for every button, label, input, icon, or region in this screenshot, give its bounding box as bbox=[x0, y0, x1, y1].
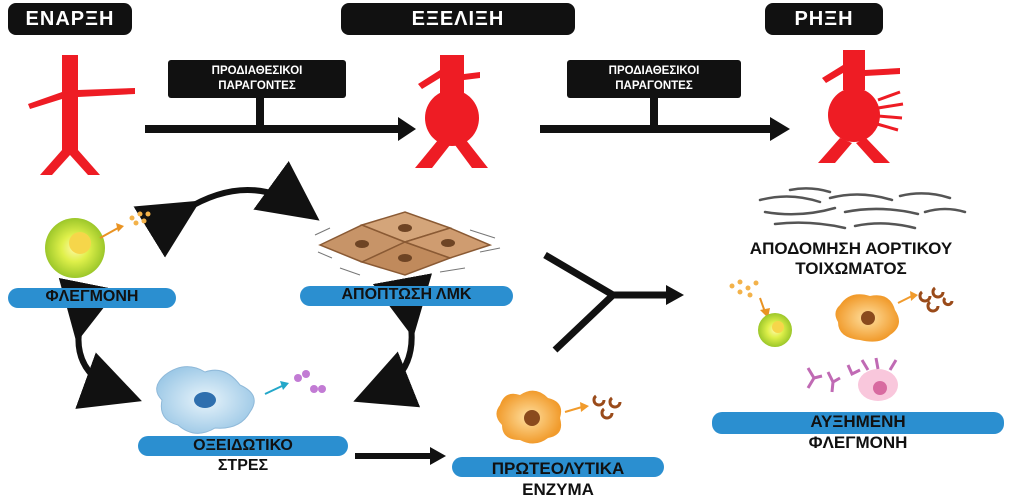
stage-onset: ΕΝΑΡΞΗ bbox=[8, 3, 132, 35]
arrow-stress-to-enzymes bbox=[355, 447, 446, 465]
label-wall-degradation: ΑΠΟΔΟΜΗΣΗ ΑΟΡΤΙΚΟΥ ΤΟΙΧΩΜΑΤΟΣ bbox=[686, 239, 1016, 279]
oxidative-cell-icon bbox=[156, 366, 326, 434]
cycle-arrow-top bbox=[133, 161, 320, 258]
aorta-aneurysm bbox=[415, 55, 488, 168]
right-green-cell-icon bbox=[758, 313, 792, 347]
right-orange-cell-icon bbox=[835, 286, 954, 342]
fibers-icon bbox=[758, 187, 967, 230]
oxidative-stress-line-1: ΟΞΕΙΔΩΤΙΚΟ bbox=[193, 437, 293, 454]
inflammation-cell-icon bbox=[45, 211, 151, 278]
progression-arrow-1 bbox=[145, 94, 416, 141]
cycle-arrow-left bbox=[58, 277, 142, 409]
label-inflammation: ΦΛΕΓΜΟΝΗ bbox=[45, 288, 139, 305]
factor-2-line-2: ΠΑΡΑΓΟΝΤΕΣ bbox=[615, 80, 693, 92]
factor-1-line-2: ΠΑΡΑΓΟΝΤΕΣ bbox=[218, 80, 296, 92]
smc-cells-icon bbox=[314, 211, 501, 276]
stage-rupture: ΡΗΞΗ bbox=[765, 3, 883, 35]
pill-smc-apoptosis bbox=[300, 286, 513, 306]
aorta-normal bbox=[28, 55, 135, 175]
stage-progression: ΕΞΕΛΙΞΗ bbox=[341, 3, 575, 35]
label-oxidative-stress: ΟΞΕΙΔΩΤΙΚΟ ΣΤΡΕΣ bbox=[138, 436, 348, 476]
pill-proteolytic bbox=[452, 457, 664, 477]
right-dots-icon bbox=[729, 279, 770, 318]
antibody-cells-icon bbox=[806, 357, 898, 401]
wall-degradation-line-1: ΑΠΟΔΟΜΗΣΗ ΑΟΡΤΙΚΟΥ bbox=[749, 239, 953, 258]
predisposing-factors-box-2: ΠΡΟΔΙΑΘΕΣΙΚΟΙ ΠΑΡΑΓΟΝΤΕΣ bbox=[567, 60, 741, 98]
factor-1-line-1: ΠΡΟΔΙΑΘΕΣΙΚΟΙ bbox=[211, 65, 303, 77]
label-proteolytic-enzymes: ΠΡΩΤΕΟΛΥΤΙΚΑ ΕΝΖΥΜΑ bbox=[452, 458, 664, 500]
oxidative-stress-line-2: ΣΤΡΕΣ bbox=[217, 457, 269, 474]
pill-oxidative-stress bbox=[138, 436, 348, 456]
wall-degradation-line-2: ΤΟΙΧΩΜΑΤΟΣ bbox=[795, 259, 907, 278]
pill-inflammation bbox=[8, 288, 176, 308]
label-smc-apoptosis: ΑΠΟΠΤΩΣΗ ΛΜΚ bbox=[341, 286, 472, 303]
predisposing-factors-box-1: ΠΡΟΔΙΑΘΕΣΙΚΟΙ ΠΑΡΑΓΟΝΤΕΣ bbox=[168, 60, 346, 98]
increased-inflammation-line-1: ΑΥΞΗΜΕΝΗ bbox=[810, 412, 906, 431]
enzyme-cell-icon bbox=[496, 390, 622, 444]
pill-increased-inflammation bbox=[712, 412, 1004, 434]
aorta-rupture bbox=[818, 50, 904, 163]
label-increased-inflammation: ΑΥΞΗΜΕΝΗ ΦΛΕΓΜΟΝΗ bbox=[712, 411, 1004, 453]
increased-inflammation-line-2: ΦΛΕΓΜΟΝΗ bbox=[808, 433, 908, 452]
cycle-arrow-right bbox=[353, 273, 433, 408]
converging-arrow bbox=[543, 251, 684, 353]
proteolytic-line-2: ΕΝΖΥΜΑ bbox=[522, 480, 594, 499]
factor-2-line-1: ΠΡΟΔΙΑΘΕΣΙΚΟΙ bbox=[608, 65, 700, 77]
proteolytic-line-1: ΠΡΩΤΕΟΛΥΤΙΚΑ bbox=[491, 459, 625, 478]
progression-arrow-2 bbox=[540, 94, 790, 141]
